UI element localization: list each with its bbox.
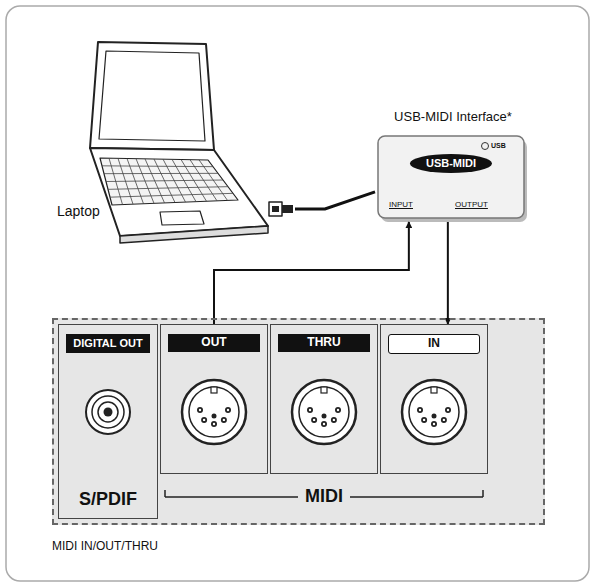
din-jack [292, 380, 356, 444]
port-label: INPUT [389, 200, 413, 209]
port-section: IN [380, 324, 488, 474]
usb-midi-interface-body [378, 136, 527, 222]
port-header: THRU [278, 334, 370, 352]
port-section: OUT [160, 324, 268, 474]
midi-cable [447, 222, 449, 324]
port-header: OUT [168, 334, 260, 352]
panel-fill [52, 318, 545, 525]
interface-housing [378, 136, 524, 218]
midi-bracket-end [164, 490, 166, 497]
key-column-line [172, 159, 196, 201]
device-label: Laptop [57, 203, 100, 219]
laptop-illustration [90, 42, 293, 243]
group-label: MIDI [298, 486, 350, 507]
midi-bracket-end [482, 490, 484, 497]
laptop-lid [90, 42, 214, 150]
usb-plug-grip [282, 205, 293, 213]
touchpad [160, 211, 204, 225]
key-column-line [145, 159, 165, 203]
usb-midi-interface: USB-MIDI Interface* USB USB-MIDI INPUT OUTPU… [375, 106, 531, 222]
connector-panel: MIDI DIGITAL OUT S/PDIF OUT THRU IN [52, 318, 545, 525]
laptop: Laptop [55, 38, 295, 244]
port-section: DIGITAL OUT S/PDIF [58, 324, 158, 519]
keyboard [100, 158, 238, 205]
usb-cable [295, 192, 375, 209]
key-column-line [154, 159, 175, 203]
key-column-line [199, 160, 228, 201]
key-column-line [118, 158, 133, 204]
usb-plug [269, 202, 282, 216]
frame [6, 6, 589, 581]
port-type-label: USB [491, 142, 506, 150]
usb-icon [482, 143, 489, 150]
device-label: USB-MIDI Interface* [375, 110, 531, 125]
key-column-line [127, 159, 144, 204]
laptop-screen [99, 51, 205, 141]
usb-plug-contact [272, 206, 279, 212]
key-column-line [136, 159, 154, 204]
key-column-line [163, 159, 186, 202]
device-badge: USB-MIDI [410, 154, 492, 173]
din-jack [402, 380, 466, 444]
coax-jack [86, 390, 130, 434]
port-section: THRU [270, 324, 378, 474]
laptop-base [90, 148, 268, 236]
laptop-base-edge [120, 226, 268, 243]
caption: MIDI IN/OUT/THRU [52, 540, 158, 554]
din-jack [182, 380, 246, 444]
port-header: DIGITAL OUT [66, 334, 150, 353]
port-header: IN [388, 334, 480, 354]
port-label: S/PDIF [79, 489, 137, 510]
port-label: OUTPUT [455, 200, 488, 209]
midi-cable [214, 222, 409, 324]
keyboard-keys [102, 158, 233, 204]
